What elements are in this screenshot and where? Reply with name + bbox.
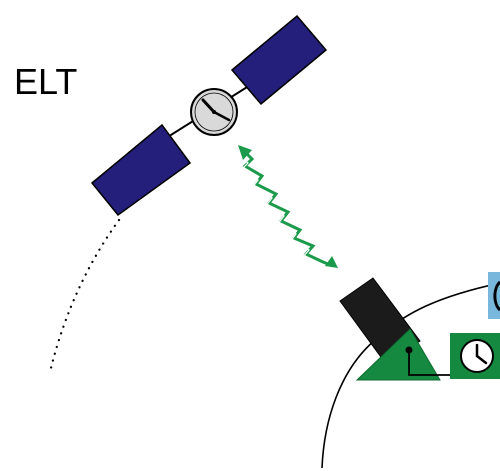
solar-panel-right: [230, 14, 328, 106]
orbit-dotted-path: [48, 218, 121, 374]
satellite-icon: [90, 14, 328, 217]
clock-icon: [190, 88, 238, 136]
station-clock-icon: [450, 333, 500, 379]
diagram-label: ELT: [14, 61, 77, 102]
signal-arrow-icon: [238, 145, 338, 268]
solar-panel-left: [90, 123, 192, 217]
callout-box: [488, 272, 500, 319]
